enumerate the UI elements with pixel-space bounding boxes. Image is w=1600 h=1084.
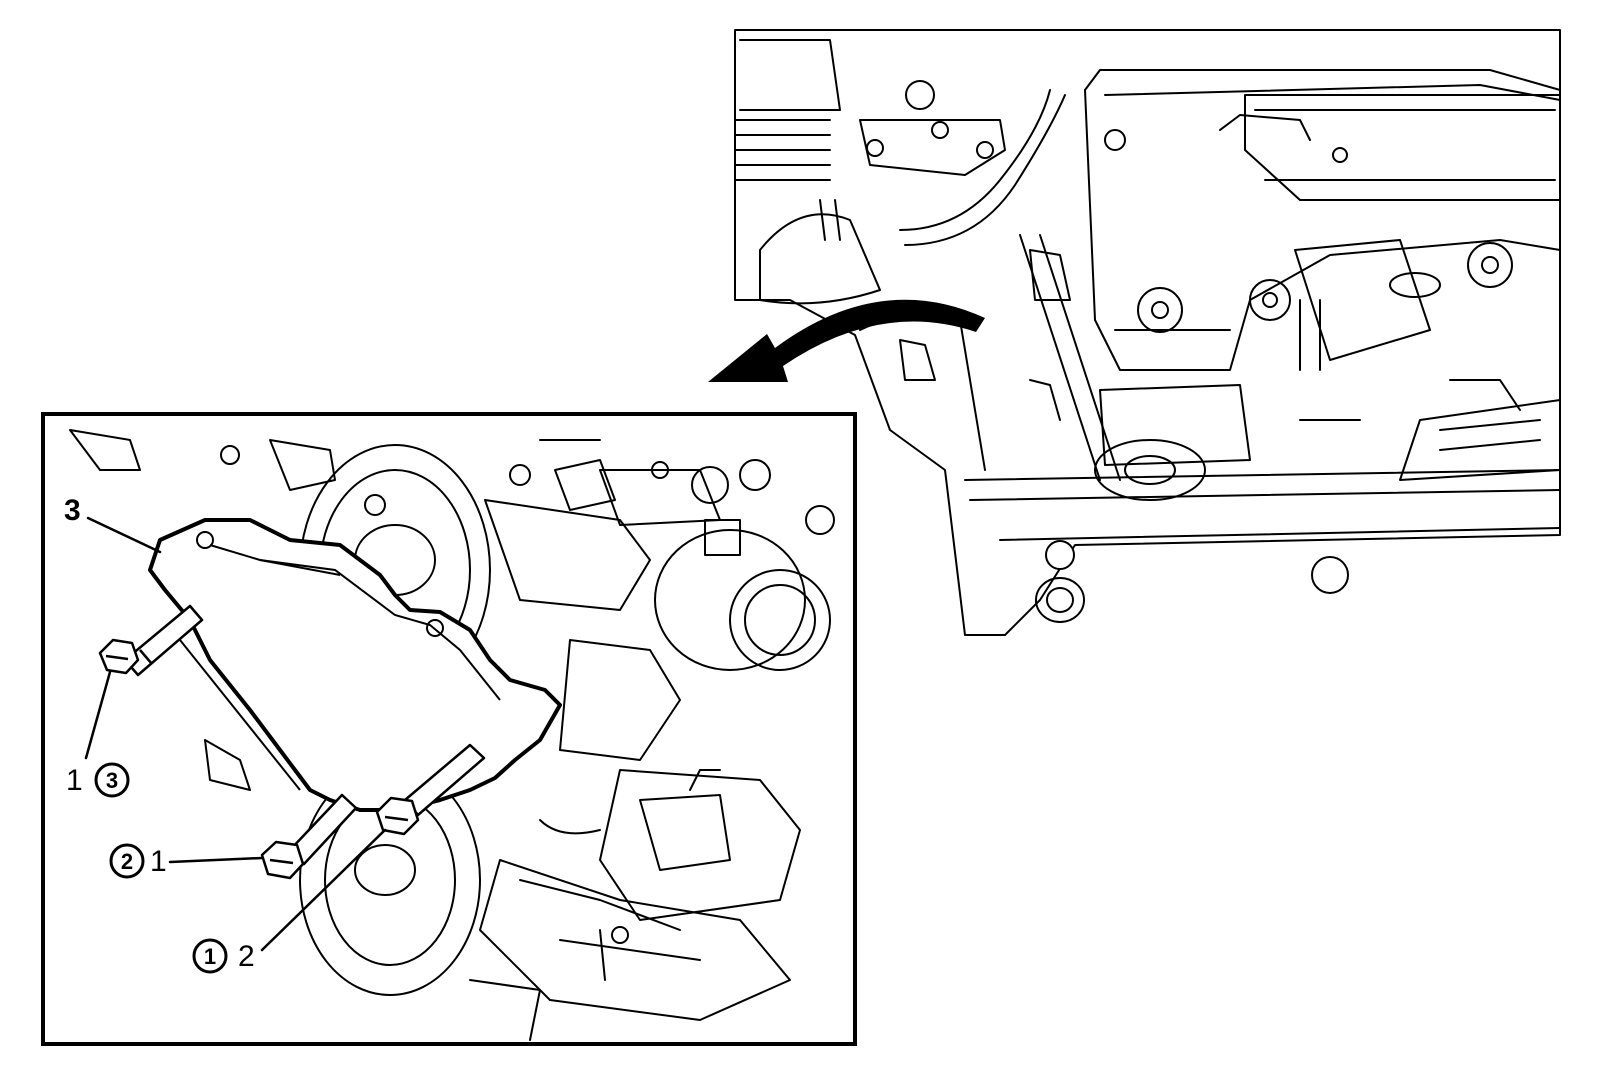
sequence-number: 1 bbox=[204, 944, 216, 969]
engine-bay-overview bbox=[734, 29, 1561, 636]
callout-bolt-center: 1 2 bbox=[192, 938, 255, 974]
callout-label: 2 bbox=[238, 940, 255, 973]
callout-bolt-lower: 2 1 bbox=[109, 843, 167, 879]
bolt-lower bbox=[260, 793, 358, 880]
sequence-number: 3 bbox=[106, 768, 118, 793]
timing-cover-bracket bbox=[148, 518, 562, 812]
sequence-number: 2 bbox=[121, 849, 133, 874]
detail-inset: 3 1 3 2 1 1 2 bbox=[41, 412, 857, 1046]
leader-lines bbox=[84, 516, 387, 952]
callout-cover-3: 3 bbox=[64, 494, 81, 527]
callout-bolt-upper-left: 1 3 bbox=[66, 762, 130, 798]
callout-label: 1 bbox=[150, 845, 167, 878]
callout-label: 1 bbox=[66, 764, 83, 797]
bolt-center bbox=[375, 743, 486, 836]
bolt-upper-left bbox=[98, 604, 204, 677]
rotation-arrow-icon bbox=[708, 299, 985, 382]
